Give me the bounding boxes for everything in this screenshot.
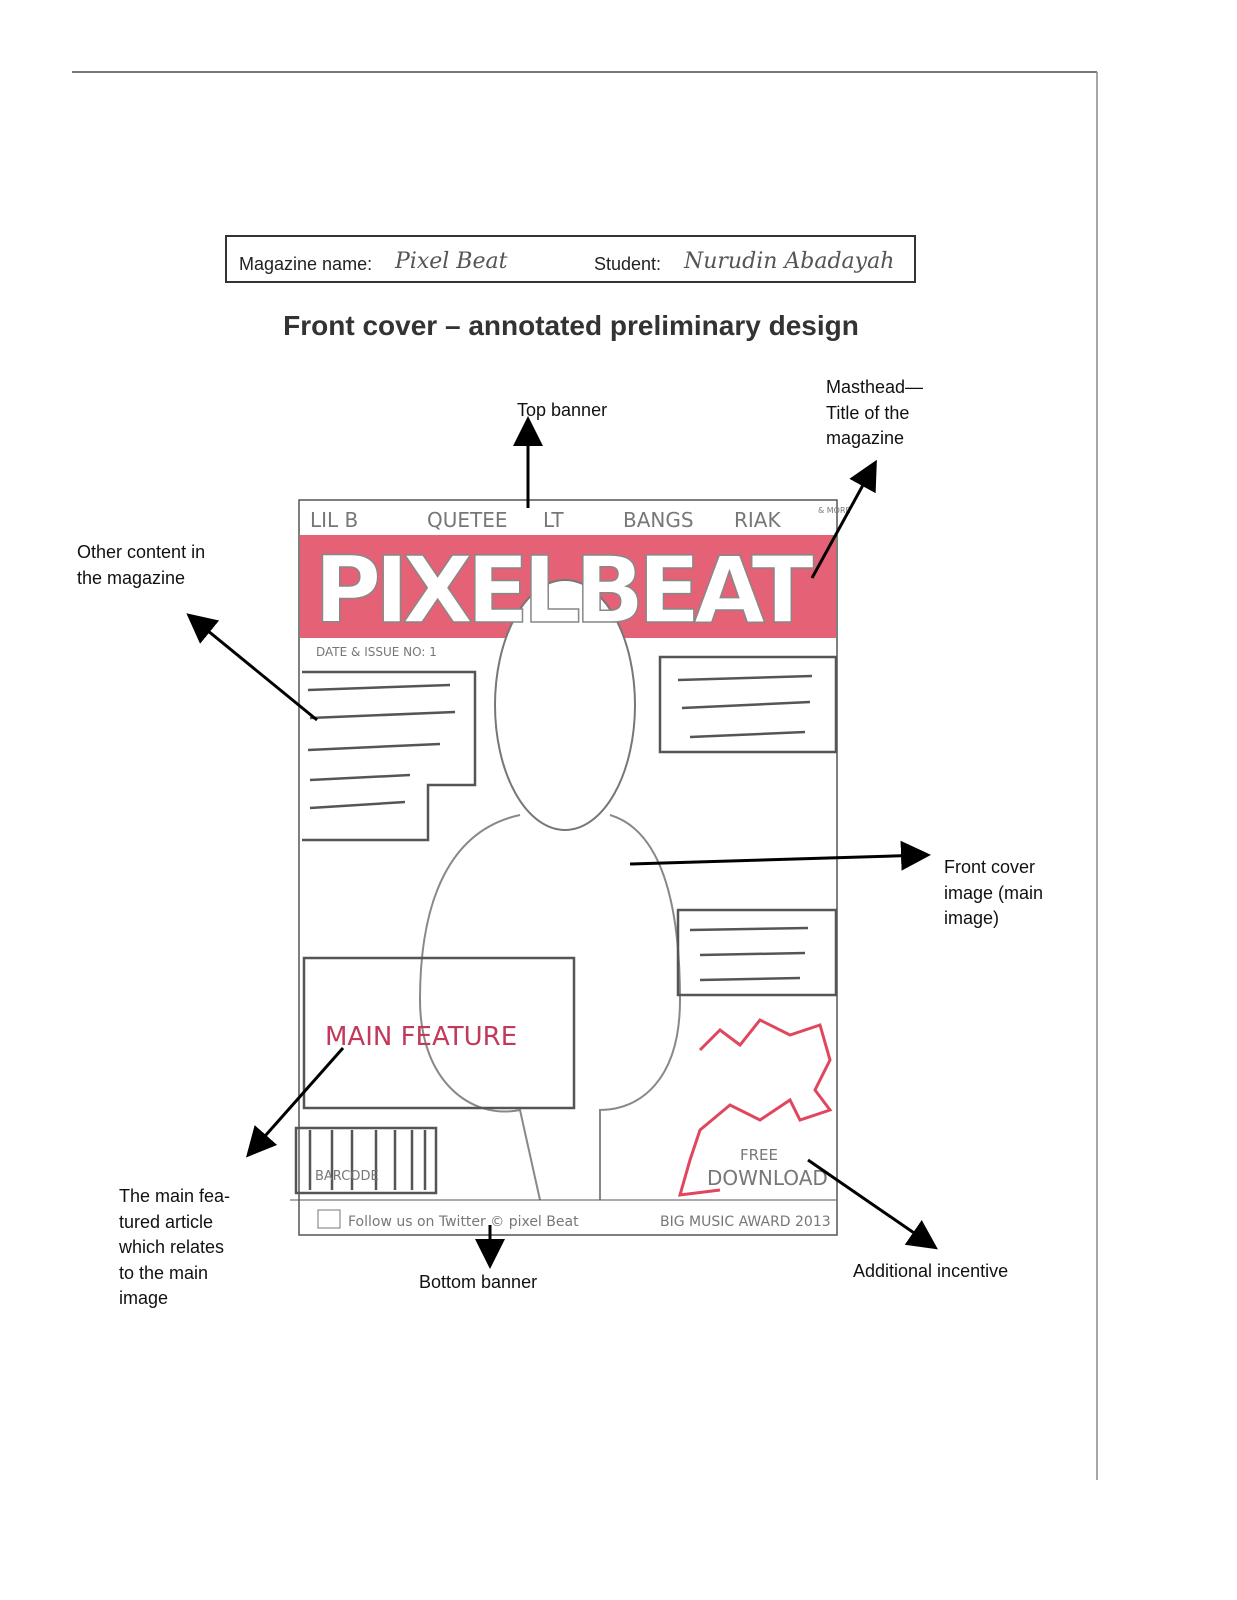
main-feature-label: MAIN FEATURE: [325, 1022, 517, 1052]
incentive-text: FREE: [740, 1146, 778, 1164]
student-value: Nurudin Abadayah: [684, 249, 895, 274]
annotation-masthead: Masthead— Title of the magazine: [826, 375, 923, 452]
annotation-line: magazine: [826, 428, 905, 448]
arrow-main-feature: [246, 1047, 345, 1158]
banner-item: BANGS: [623, 508, 694, 532]
banner-item: LIL B: [310, 508, 358, 532]
annotation-line: Masthead—: [826, 377, 924, 397]
annotation-line: to the main: [119, 1262, 209, 1283]
annotation-line: The main fea-: [119, 1186, 231, 1206]
header-box: Magazine name: Pixel Beat Student: Nurud…: [225, 235, 916, 283]
annotation-other-content: Other content in the magazine: [77, 540, 205, 591]
arrow-other-content: [186, 613, 318, 722]
annotation-line: Other content in: [77, 542, 206, 562]
starburst-incentive: [677, 1018, 833, 1197]
annotation-main-feature: The main fea- tured article which relate…: [119, 1184, 230, 1312]
annotation-bottom-banner: Bottom banner: [419, 1272, 538, 1292]
annotation-top-banner: Top banner: [517, 400, 608, 420]
banner-item: & MORE: [818, 506, 851, 515]
masthead-text: PIXELBEAT: [314, 537, 814, 644]
annotation-line: tured article: [119, 1211, 214, 1232]
barcode-label: BARCODE: [315, 1169, 379, 1184]
figure-body: [418, 814, 682, 1201]
cover-sketch: LIL B QUETEE LT BANGS RIAK & MORE DATE &…: [290, 499, 851, 1236]
banner-item: QUETEE: [427, 508, 508, 532]
annotation-line: which relates: [119, 1237, 225, 1257]
annotation-line: image: [119, 1288, 169, 1308]
twitter-icon: [317, 1209, 341, 1229]
annotation-front-cover-image: Front cover image (main image): [944, 855, 1043, 932]
bottom-banner-right: BIG MUSIC AWARD 2013: [660, 1214, 831, 1230]
date-issue: DATE & ISSUE NO: 1: [316, 645, 437, 659]
incentive-text: DOWNLOAD: [707, 1166, 828, 1190]
page-title: Front cover – annotated preliminary desi…: [283, 310, 859, 341]
banner-item: RIAK: [734, 508, 781, 532]
annotation-line: Title of the: [826, 402, 910, 423]
annotation-line: the magazine: [77, 567, 186, 588]
magazine-name-label: Magazine name:: [239, 254, 373, 274]
arrow-incentive: [807, 1158, 938, 1250]
annotation-line: image (main: [944, 882, 1044, 903]
annotation-line: image): [944, 908, 1000, 928]
bottom-banner-left: Follow us on Twitter © pixel Beat: [348, 1214, 579, 1230]
student-label: Student:: [594, 254, 662, 274]
annotation-additional-incentive: Additional incentive: [853, 1261, 1009, 1281]
magazine-name-value: Pixel Beat: [395, 249, 508, 274]
arrow-masthead: [810, 459, 877, 579]
arrow-front-image: [629, 840, 931, 871]
figure-head: [494, 579, 636, 831]
banner-item: LT: [543, 508, 564, 532]
annotation-line: Front cover: [944, 857, 1036, 877]
